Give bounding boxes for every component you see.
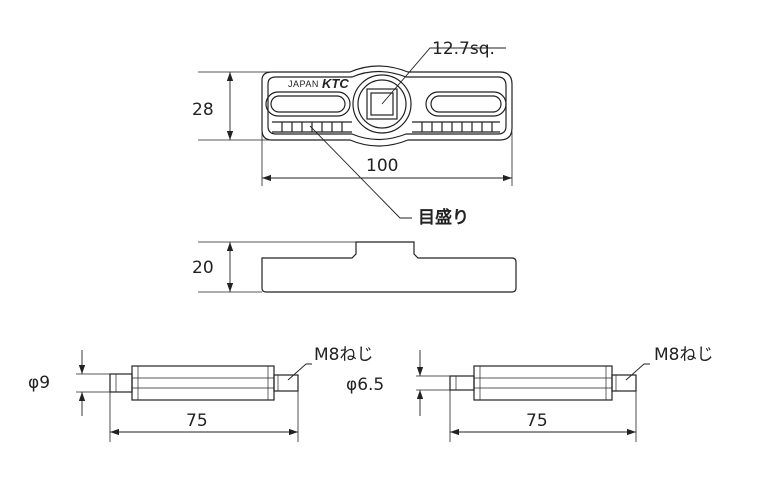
dimension-phi6-5 <box>416 350 450 416</box>
pin-right-drawing <box>449 365 637 401</box>
pin-left-length-label: 75 <box>186 411 208 431</box>
pin-left-drawing <box>109 365 299 401</box>
dimension-75-right <box>449 390 637 442</box>
leader-square <box>381 47 506 105</box>
wrench-top-view <box>261 65 513 147</box>
leader-thread-right <box>625 363 650 381</box>
dimension-75-left <box>109 391 299 442</box>
pin-left-thread-label: M8ねじ <box>314 345 374 365</box>
pin-right-diameter-label: φ6.5 <box>346 375 385 395</box>
dimension-phi9 <box>76 350 110 416</box>
pin-left-diameter-label: φ9 <box>28 373 51 393</box>
square-drive-label: 12.7sq. <box>432 39 495 59</box>
dimension-100-label: 100 <box>366 156 399 176</box>
leader-thread-left <box>287 363 312 381</box>
pin-right-length-label: 75 <box>526 411 548 431</box>
dimension-20 <box>198 241 356 293</box>
dimension-100 <box>261 132 513 186</box>
logo-japan: JAPAN <box>288 79 319 89</box>
dimension-28 <box>198 71 300 141</box>
dimension-28-label: 28 <box>192 100 214 120</box>
pin-right-thread-label: M8ねじ <box>654 345 714 365</box>
wrench-side-view <box>261 241 517 293</box>
leader-scale <box>309 125 412 219</box>
logo-ktc: KTC <box>322 76 349 91</box>
dimension-20-label: 20 <box>192 258 214 278</box>
scale-label: 目盛り <box>418 208 469 228</box>
